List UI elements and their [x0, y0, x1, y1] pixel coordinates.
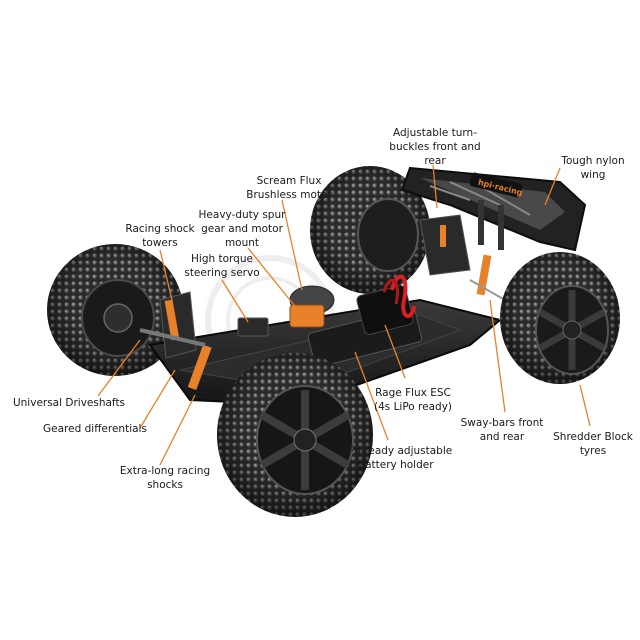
callout-sway-bars: Sway-bars front and rear — [460, 417, 544, 443]
leader-scream-flux-motor — [281, 199, 303, 291]
leader-geared-differentials — [139, 369, 176, 429]
leader-sway-bars — [489, 299, 506, 413]
leader-high-torque-servo — [221, 279, 249, 323]
callout-universal-driveshafts: Universal Driveshafts — [12, 397, 126, 409]
callout-adjustable-turnbuckles: Adjustable turn- buckles front and rear — [389, 127, 481, 167]
callout-extra-long-shocks: Extra-long racing shocks — [119, 465, 211, 491]
rear-left-tyre — [310, 166, 430, 294]
callout-high-torque-servo: High torque steering servo — [184, 253, 260, 279]
callout-geared-differentials: Geared differentials — [43, 423, 147, 435]
callout-heavy-duty-spur-gear: Heavy-duty spur gear and motor mount — [198, 209, 286, 249]
callout-tough-nylon-wing: Tough nylon wing — [561, 155, 625, 181]
leader-lines — [97, 164, 591, 466]
callout-racing-shock-towers: Racing shock towers — [125, 223, 195, 249]
callout-lipo-battery-holder: LiPo ready adjustable battery holder — [339, 445, 453, 471]
callout-rage-flux-esc: Rage Flux ESC (4s LiPo ready) — [373, 387, 453, 413]
rear-right-tyre — [500, 252, 620, 384]
leader-racing-shock-towers — [159, 249, 173, 301]
callout-scream-flux-motor: Scream Flux Brushless motor — [246, 175, 332, 201]
callout-shredder-block-tyres: Shredder Block tyres — [553, 431, 633, 457]
leader-shredder-block-tyres — [579, 384, 591, 427]
front-left-tyre — [47, 244, 183, 376]
leader-rage-flux-esc — [384, 324, 406, 379]
rear-wing: hpi·racing — [400, 166, 587, 252]
leader-lipo-battery-holder — [354, 351, 389, 441]
leader-universal-driveshafts — [97, 339, 141, 397]
leader-heavy-duty-spur-gear — [247, 247, 299, 311]
leader-adjustable-turnbuckles — [432, 164, 438, 209]
front-right-tyre — [217, 353, 373, 517]
leader-extra-long-shocks — [159, 394, 196, 466]
leader-tough-nylon-wing — [544, 167, 561, 206]
